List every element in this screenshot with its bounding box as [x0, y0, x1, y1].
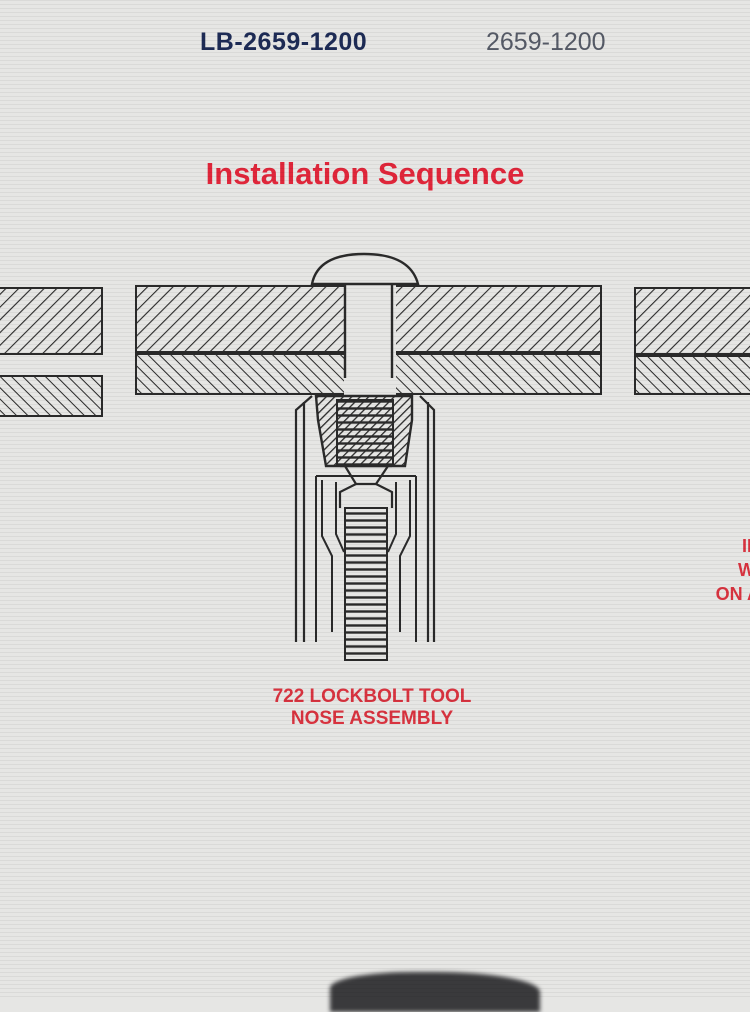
bolt-shank [312, 283, 418, 378]
caption-line-2: NOSE ASSEMBLY [290, 708, 454, 729]
collet [315, 475, 417, 642]
caption-line-1: 722 LOCKBOLT TOOL [272, 686, 472, 707]
right-plate-stack [634, 287, 750, 395]
side-note-line-1: IN [742, 536, 750, 556]
alt-part-number: 2659-1200 [486, 28, 606, 56]
page-title: Installation Sequence [205, 156, 525, 191]
side-note-line-3: ON A [715, 584, 750, 604]
left-plate-stack [0, 287, 103, 417]
diagram-caption: 722 LOCKBOLT TOOL NOSE ASSEMBLY [172, 686, 572, 730]
lockbolt-diagram [0, 252, 750, 661]
cropped-side-note: IN WI ON A [700, 534, 750, 606]
side-note-line-2: WI [738, 560, 750, 580]
pintail-neck [338, 464, 394, 508]
collar [314, 394, 414, 468]
foreground-object [330, 972, 540, 1012]
tool-nose-outer [294, 395, 436, 642]
part-number: LB-2659-1200 [200, 28, 368, 56]
pintail-thread [344, 507, 388, 661]
bolt-head [310, 252, 420, 286]
